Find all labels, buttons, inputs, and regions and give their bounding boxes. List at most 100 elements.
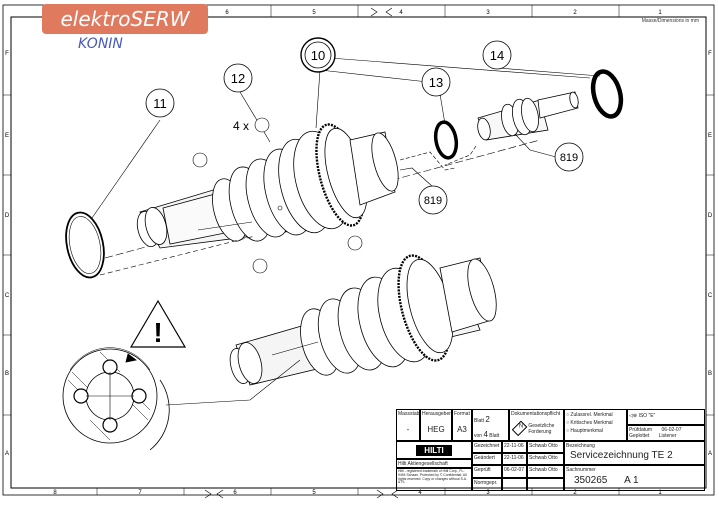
callout-819b-bubble (554, 142, 584, 172)
tb-geaendert-label: Geändert (472, 453, 502, 465)
callout-819b: 819 (560, 152, 578, 164)
tb-geplottet-value: Listener (658, 433, 677, 439)
assembled-shaft (229, 254, 497, 386)
quantity-multiplier: 4 x (233, 119, 249, 133)
exploded-assembly (65, 69, 624, 279)
tb-von-label: von (474, 433, 483, 439)
title-block: Massstab - Herausgeber HEG Format A3 Bla… (396, 409, 705, 491)
ball-top (102, 359, 118, 375)
callout-14-bubble (482, 40, 512, 70)
tb-blatt-suffix: Blatt (489, 433, 500, 439)
inner-frame (10, 16, 707, 489)
callout-819a: 819 (424, 195, 442, 207)
tb-herausgeber-label: Herausgeber (422, 411, 451, 417)
col-label-bottom-4: 4 (418, 490, 422, 496)
tb-pruef: Prüfdatum 06-02-07 Geplottet Listener (627, 425, 705, 441)
tb-bezeichnung: Bezeichnung Servicezeichnung TE 2 (564, 441, 705, 465)
tb-dok-diamond: N (511, 420, 528, 437)
row-label-right-c: C (708, 293, 713, 299)
row-label-left-b: B (5, 371, 9, 377)
tb-sachnummer: Sachnummer 350265 A 1 (564, 465, 705, 491)
tb-massstab: Massstab - (396, 409, 420, 441)
tb-sachnummer-label: Sachnummer (566, 467, 596, 473)
row-label-right-f: F (708, 51, 712, 57)
tb-geprueft-name: Schwab Otto (527, 465, 564, 478)
tb-normgepr-label: Normgepr. (472, 478, 502, 491)
tb-dok-symbol: N (519, 423, 524, 430)
o-ring-part-14 (590, 69, 624, 119)
row-label-left-c: C (5, 293, 10, 299)
row-label-right-d: D (708, 213, 713, 219)
projection-icon: ◁⊕ (629, 413, 639, 419)
callout-13-bubble (421, 67, 451, 97)
warning-triangle: ! (129, 299, 187, 348)
merkmal-circle-icon: ○ (566, 428, 571, 434)
row-label-left-d: D (5, 213, 10, 219)
tb-geprueft-label: Geprüft (472, 465, 502, 478)
col-label-top-3: 3 (486, 10, 490, 16)
col-label-bottom-2: 2 (573, 490, 577, 496)
tb-geprueft-date: 06-02-07 (502, 465, 527, 478)
callout-14: 14 (490, 48, 504, 63)
callouts: 10 11 12 13 14 819 819 4 x (145, 37, 584, 215)
tb-blatt-value: 2 (485, 415, 490, 424)
col-label-bottom-5: 5 (312, 490, 316, 496)
tb-company: Hilti Aktiengesellschaft Schaan/FL (396, 459, 472, 468)
tb-sachnummer-value: 350265 (574, 475, 608, 486)
centering-marks (204, 7, 399, 499)
tb-gezeichnet-name: Schwab Otto (527, 441, 564, 453)
callout-12: 12 (231, 71, 245, 86)
tb-blatt: Blatt 2 von 4 Blatt (472, 409, 509, 441)
tb-von-value: 4 (483, 430, 488, 439)
tb-merkmal-2: Kritisches Merkmal (570, 420, 613, 426)
merkmal-circle-icon: ○ (566, 412, 571, 418)
tb-iso: ◁⊕ ISO "E" (627, 409, 705, 425)
row-label-right-b: B (708, 371, 712, 377)
tb-merkmal-3: Hauptmerkmal (570, 428, 603, 434)
tb-dokumentation: Dokumentationspflicht N Gesetzliche Ford… (509, 409, 564, 441)
tb-merkmale: ○ Zulassrel. Merkmal ○ Kritisches Merkma… (564, 409, 627, 441)
tb-bezeichnung-label: Bezeichnung (566, 443, 595, 449)
small-shaft (477, 91, 579, 141)
tb-legal: Hilti - registered trademark of Hilti Co… (396, 468, 472, 491)
ball-bottom (102, 417, 118, 433)
dealer-logo: elektroSERW (42, 4, 208, 34)
tb-herausgeber-value: HEG (427, 425, 445, 434)
tb-merkmal-1: Zulassrel. Merkmal (570, 412, 613, 418)
tb-format: Format A3 (452, 409, 472, 441)
tb-geaendert-date: 22-11-06 (502, 453, 527, 465)
tb-gezeichnet-label: Gezeichnet (472, 441, 502, 453)
col-label-bottom-8: 8 (53, 490, 57, 496)
tb-dok-value: Gesetzliche Forderung (528, 422, 555, 435)
tb-pruef-label: Prüfdatum (629, 427, 653, 433)
hilti-logo: HILTI (416, 444, 452, 456)
tb-normgepr-name (527, 478, 564, 491)
callout-11-bubble (145, 88, 175, 118)
tb-format-value: A3 (457, 425, 467, 434)
main-shaft (136, 123, 399, 249)
callout-12-bubble (223, 63, 253, 93)
col-label-bottom-1: 1 (658, 490, 662, 496)
dealer-city: KONIN (78, 36, 123, 52)
tb-hilti-logo-box: HILTI (396, 441, 472, 459)
retaining-ring-part-11 (65, 211, 105, 279)
tb-massstab-label: Massstab (398, 411, 420, 417)
detail-view-cross-section (62, 347, 301, 451)
row-label-right-e: E (708, 133, 712, 139)
row-label-left-f: F (5, 51, 9, 57)
col-label-top-1: 1 (658, 10, 662, 16)
tb-gezeichnet-date: 22-11-06 (502, 441, 527, 453)
col-label-bottom-6: 6 (233, 490, 237, 496)
col-label-bottom-3: 3 (486, 490, 490, 496)
tb-iso-label: ISO "E" (638, 413, 656, 419)
callout-819a-bubble (418, 185, 448, 215)
row-label-right-a: A (708, 451, 712, 457)
o-ring-part-13 (433, 120, 459, 160)
frame-ticks (3, 5, 714, 495)
col-label-top-6: 6 (225, 10, 229, 16)
tb-bezeichnung-value: Servicezeichnung TE 2 (570, 450, 673, 461)
row-label-left-e: E (5, 133, 9, 139)
tb-herausgeber: Herausgeber HEG (420, 409, 452, 441)
tb-massstab-value: - (406, 425, 410, 434)
